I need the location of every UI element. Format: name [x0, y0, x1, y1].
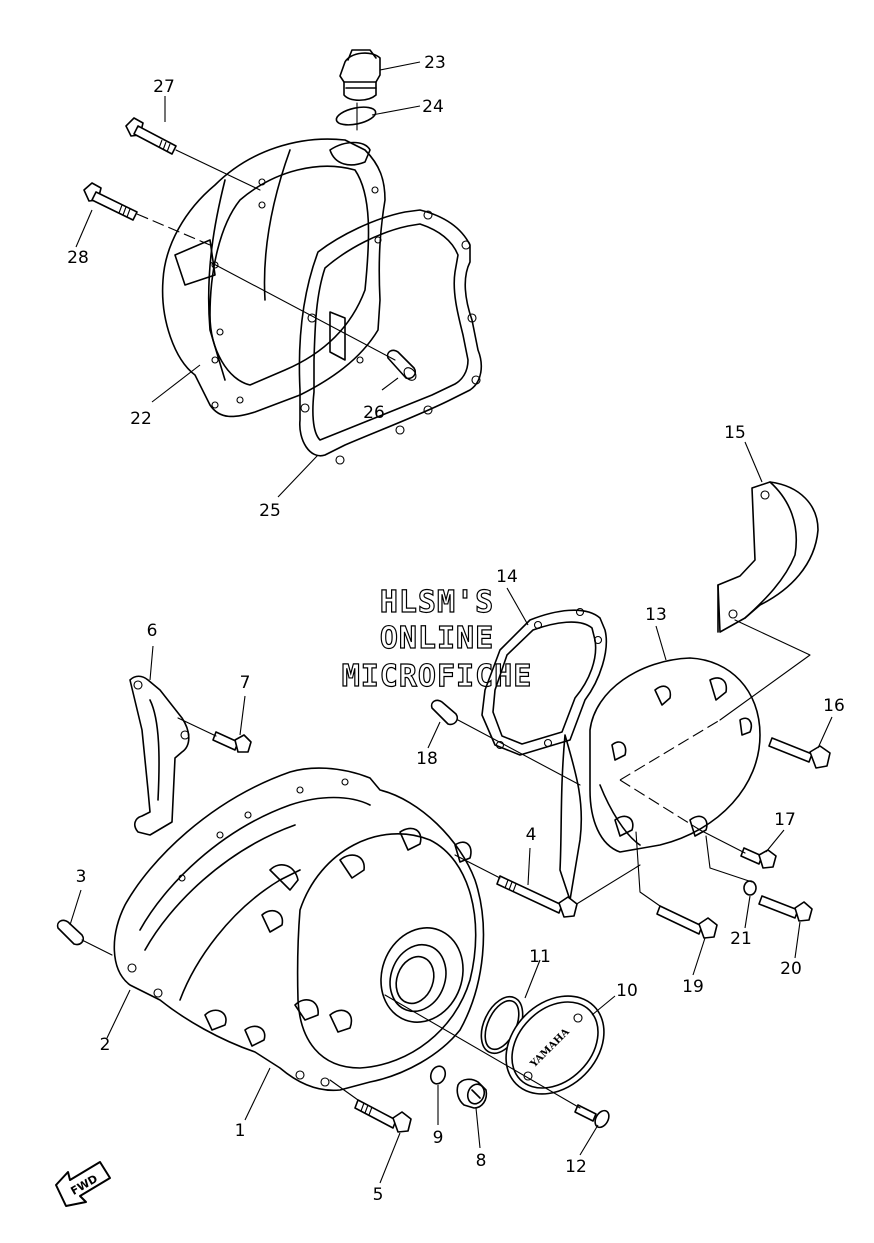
callout-28: 28 [67, 248, 89, 268]
callout-22: 22 [130, 409, 152, 429]
part-20-bolt[interactable] [758, 895, 813, 922]
callout-2: 2 [100, 1035, 111, 1055]
callout-3: 3 [76, 867, 87, 887]
callout-18: 18 [416, 749, 438, 769]
part-19-bolt[interactable] [656, 905, 718, 939]
callout-17: 17 [774, 810, 796, 830]
part-10-cap-cover[interactable]: YAMAHA [486, 976, 623, 1113]
callout-12: 12 [565, 1157, 587, 1177]
part-22-housing-cover[interactable] [161, 138, 386, 418]
fwd-arrow-icon: FWD [55, 1161, 111, 1207]
part-24-oring[interactable] [335, 104, 377, 128]
part-5-bolt[interactable] [354, 1099, 412, 1133]
part-27-bolt[interactable] [125, 117, 177, 155]
callout-5: 5 [373, 1185, 384, 1205]
part-3-dowel-pin[interactable] [56, 919, 85, 946]
callout-19: 19 [682, 977, 704, 997]
part-6-bracket[interactable] [129, 675, 190, 836]
part-9-washer[interactable] [428, 1064, 447, 1086]
callout-13: 13 [645, 605, 667, 625]
callout-25: 25 [259, 501, 281, 521]
part-13-dome-cover[interactable] [559, 657, 761, 901]
callout-15: 15 [724, 423, 746, 443]
callout-24: 24 [422, 97, 444, 117]
part-7-bolt[interactable] [212, 731, 252, 753]
part-26-dowel-pin[interactable] [386, 349, 419, 382]
callout-20: 20 [780, 959, 802, 979]
leader-lines [69, 61, 833, 1184]
part-28-bolt[interactable] [83, 182, 138, 221]
callout-6: 6 [147, 621, 158, 641]
callout-4: 4 [526, 825, 537, 845]
part-23-filler-cap[interactable] [339, 49, 381, 102]
watermark: HLSM'S ONLINE MICROFICHE [341, 584, 533, 694]
callout-21: 21 [730, 929, 752, 949]
part-17-bolt[interactable] [740, 847, 777, 869]
callout-14: 14 [496, 567, 518, 587]
part-8-plug[interactable] [456, 1078, 488, 1109]
callout-26: 26 [363, 403, 385, 423]
part-21-washer[interactable] [743, 880, 757, 896]
watermark-line-2: ONLINE [380, 621, 494, 656]
callout-numbers: 27 23 24 28 22 26 25 15 14 13 6 7 16 18 … [67, 53, 845, 1205]
part-12-screw[interactable] [574, 1104, 612, 1130]
part-14-gasket[interactable] [481, 607, 608, 756]
callout-10: 10 [616, 981, 638, 1001]
callout-7: 7 [240, 673, 251, 693]
callout-9: 9 [433, 1128, 444, 1148]
watermark-line-1: HLSM'S [380, 585, 494, 620]
part-25-gasket[interactable] [298, 209, 483, 465]
callout-11: 11 [529, 947, 551, 967]
callout-16: 16 [823, 696, 845, 716]
part-15-bracket[interactable] [717, 481, 819, 633]
part-1-crankcase-cover[interactable] [113, 767, 485, 1092]
part-18-dowel[interactable] [430, 699, 459, 726]
part-4-bolt[interactable] [496, 875, 578, 918]
callout-1: 1 [235, 1121, 246, 1141]
callout-27: 27 [153, 77, 175, 97]
callout-8: 8 [476, 1151, 487, 1171]
callout-23: 23 [424, 53, 446, 73]
watermark-line-3: MICROFICHE [342, 659, 533, 694]
